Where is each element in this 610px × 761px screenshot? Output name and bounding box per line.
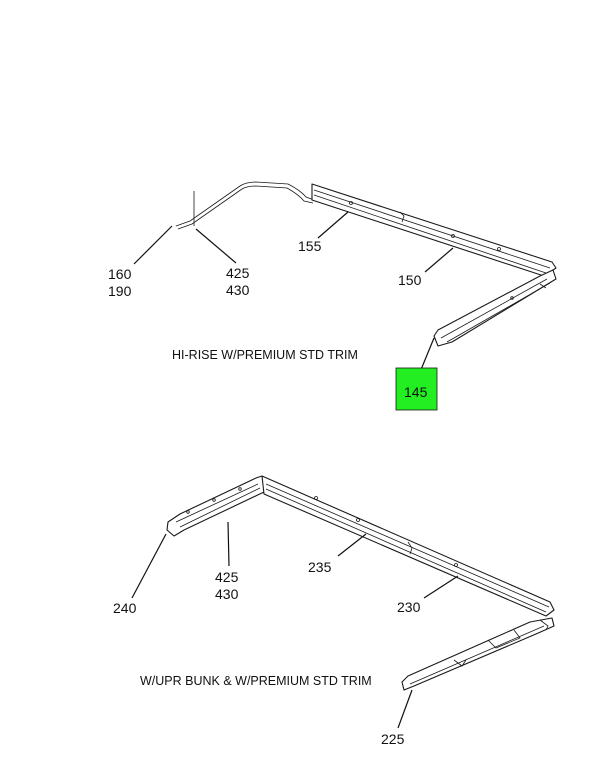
callout-430-upper: 430 bbox=[226, 282, 250, 298]
callout-430-lower: 430 bbox=[215, 586, 239, 602]
side-trim-rail-upper bbox=[433, 269, 557, 347]
callout-235: 235 bbox=[308, 559, 332, 575]
callout-145-highlight[interactable]: 145 bbox=[395, 367, 438, 411]
highlight-box[interactable] bbox=[395, 367, 438, 411]
callout-425-upper: 425 bbox=[226, 265, 250, 281]
left-trim-rail-lower bbox=[166, 475, 269, 537]
rear-trim-rail-lower bbox=[261, 475, 555, 617]
upper-assembly: 160 190 425 430 155 150 145 HI-RISE W/PR… bbox=[108, 181, 557, 411]
rear-trim-rail-upper bbox=[311, 183, 557, 277]
lower-assembly: 240 425 430 235 230 225 W/UPR BUNK & W/P… bbox=[113, 475, 555, 747]
callout-160: 160 bbox=[108, 266, 132, 282]
callout-425-lower: 425 bbox=[215, 569, 239, 585]
callout-240: 240 bbox=[113, 600, 137, 616]
callout-225: 225 bbox=[381, 731, 405, 747]
callout-145[interactable]: 145 bbox=[404, 384, 428, 400]
callout-155: 155 bbox=[298, 238, 322, 254]
callout-190: 190 bbox=[108, 283, 132, 299]
caption-upper: HI-RISE W/PREMIUM STD TRIM bbox=[172, 348, 358, 362]
trim-rod-upper bbox=[175, 181, 315, 230]
callout-150: 150 bbox=[398, 272, 422, 288]
caption-lower: W/UPR BUNK & W/PREMIUM STD TRIM bbox=[140, 674, 372, 688]
side-trim-rail-lower bbox=[401, 617, 555, 691]
callout-230: 230 bbox=[397, 599, 421, 615]
